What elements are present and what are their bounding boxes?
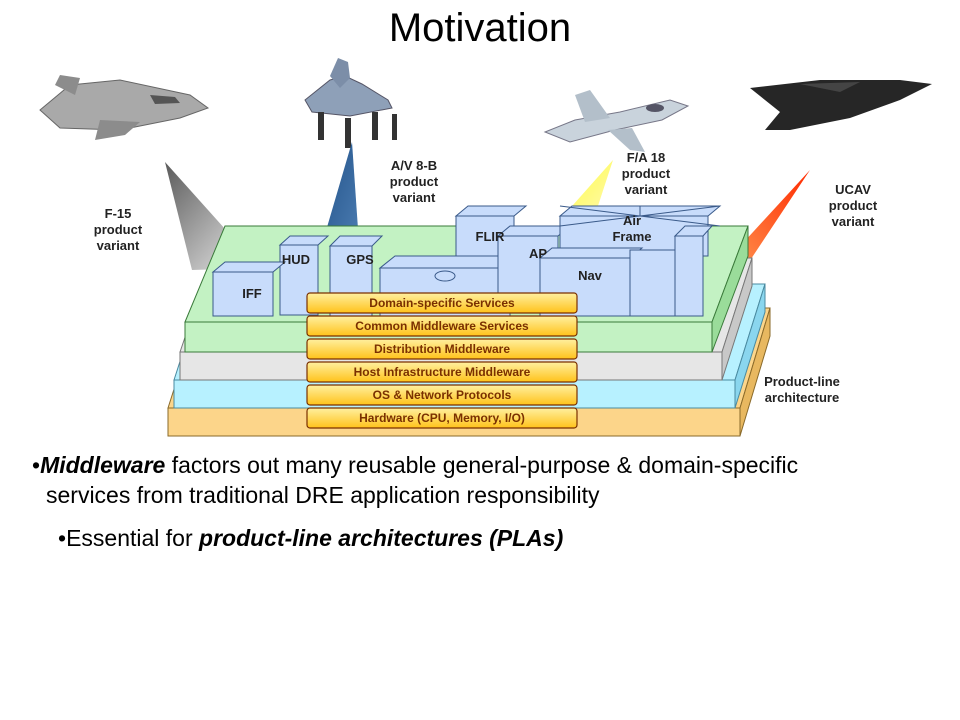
air-frame-grid-lines — [559, 205, 721, 227]
middleware-layer-bands — [306, 292, 578, 429]
pla-term: product-line architectures (PLAs) — [199, 525, 564, 551]
f15-aircraft-image — [39, 75, 210, 140]
layer-hardware: Hardware (CPU, Memory, I/O) — [359, 411, 525, 425]
bullet-middleware: •Middleware factors out many reusable ge… — [32, 452, 799, 508]
layer-os-network-protocols: OS & Network Protocols — [373, 388, 512, 402]
ap-label: AP — [529, 246, 547, 261]
gps-label: GPS — [346, 252, 374, 267]
bullet-essential-plas: •Essential for product-line architecture… — [58, 525, 564, 551]
layer-distribution-middleware: Distribution Middleware — [374, 342, 510, 356]
flir-label: FLIR — [476, 229, 505, 244]
av8b-aircraft-image — [304, 58, 397, 148]
middleware-term: Middleware — [40, 452, 166, 478]
frame-label: Frame — [612, 229, 651, 244]
iff-label: IFF — [242, 286, 262, 301]
slide-title: Motivation — [388, 6, 572, 50]
layer-domain-specific-services: Domain-specific Services — [369, 296, 515, 310]
fa18-variant-cone — [565, 160, 613, 215]
fa18-aircraft-image — [543, 90, 690, 152]
hud-label: HUD — [282, 252, 310, 267]
ucav-aircraft-image — [750, 80, 932, 130]
layer-common-middleware-services: Common Middleware Services — [355, 319, 529, 333]
layer-host-infrastructure-middleware: Host Infrastructure Middleware — [354, 365, 531, 379]
nav-label: Nav — [578, 268, 603, 283]
air-label: Air — [623, 213, 641, 228]
component-boxes — [211, 205, 722, 317]
